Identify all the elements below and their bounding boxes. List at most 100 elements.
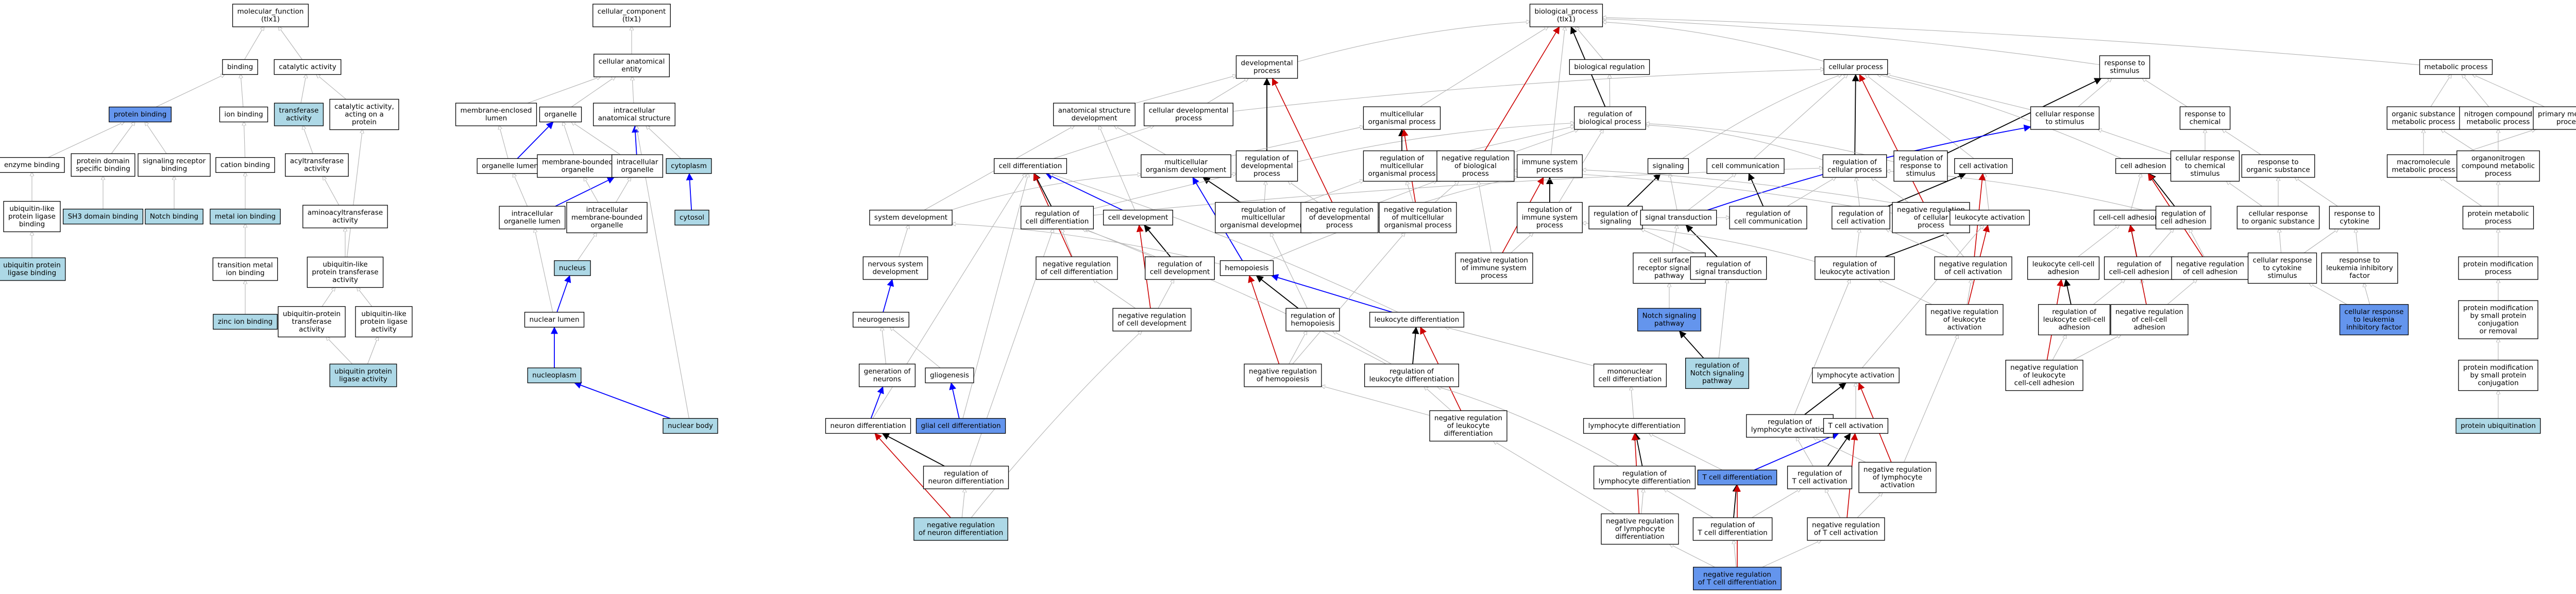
go-term-label-line: Notch signaling — [1642, 312, 1697, 320]
go-term-label-line: regulation of — [1245, 154, 1290, 162]
go-term-box — [923, 466, 1009, 489]
go-term-label-line: (tlx1) — [622, 15, 641, 24]
edge-is-a — [1671, 225, 1677, 253]
go-term-box — [1103, 209, 1173, 226]
go-term-label-line: of T cell differentiation — [1698, 579, 1777, 587]
go-term-label-line: generation of — [864, 368, 911, 376]
edge-is-a — [1856, 229, 1860, 257]
go-term-label-line: regulation of — [1833, 260, 1877, 269]
go-term-label-line: organic substance — [2392, 110, 2455, 119]
edge-is-a — [241, 75, 244, 107]
edge-is-a — [513, 174, 528, 207]
go-term-nucleus: nucleus — [554, 260, 591, 276]
go-term-label: catalytic activity — [279, 63, 336, 71]
edge-regulates — [1852, 74, 1859, 155]
go-term-cation-binding: cation binding — [215, 157, 275, 173]
go-term-box — [1145, 256, 1215, 280]
go-term-leukocyte-diff: leukocyte differentiation — [1369, 311, 1465, 328]
go-term-box — [1436, 150, 1515, 182]
go-term-label-line: T cell differentiation — [1697, 529, 1767, 537]
go-term-label-line: ubiquitin protein — [334, 368, 392, 376]
go-term-label-line: organonitrogen — [2471, 154, 2525, 162]
go-term-mf: molecular_function(tlx1) — [232, 4, 309, 27]
go-term-label-line: ubiquitin-like — [9, 205, 54, 213]
edge-is-a — [961, 489, 965, 518]
edge-regulates — [1033, 173, 1052, 207]
edge-is-a — [890, 327, 941, 368]
go-term-box — [1583, 418, 1686, 434]
go-term-box — [62, 208, 144, 225]
go-term-label-line: regulation of — [2052, 308, 2097, 316]
go-term-label-line: organism development — [1146, 166, 1226, 174]
go-term-box — [1950, 209, 2030, 226]
go-term-cell-diff: cell differentiation — [993, 158, 1067, 174]
go-term-label: protein binding — [114, 110, 167, 119]
edge-is-a — [2052, 335, 2066, 360]
go-term-label-line: process — [1326, 221, 1353, 229]
edge-is-a — [1664, 489, 1714, 518]
edge-is-a — [1753, 75, 1848, 159]
edge-regulates — [1732, 484, 1740, 518]
edge-is-a — [1062, 229, 1073, 257]
go-term-label-line: ligase activity — [339, 375, 387, 384]
go-term-leukocyte-activation: leukocyte activation — [1950, 209, 2030, 226]
go-term-label-line: response to — [1900, 162, 1941, 170]
go-term-box — [1954, 158, 2013, 174]
go-term-label-line: developmental — [1241, 59, 1293, 68]
go-term-label-line: cellular response — [2249, 210, 2308, 218]
go-term-label: leukocyte differentiation — [1375, 316, 1460, 324]
go-term-label-line: cell activation — [1959, 162, 2008, 170]
go-term-label-line: cellular developmental — [1149, 107, 1229, 115]
edge-is-a — [1877, 75, 2122, 159]
go-term-label: molecular_function(tlx1) — [238, 8, 304, 24]
go-term-label-line: negative regulation — [1118, 312, 1186, 320]
go-term-label-line: ubiquitin-like — [361, 310, 406, 318]
go-term-label-line: T cell differentiation — [1702, 473, 1772, 482]
go-term-label-line: cell development — [1150, 268, 1210, 276]
go-term-label-line: cell surface — [1649, 256, 1689, 265]
go-term-label: protein ubiquitination — [2461, 422, 2536, 430]
go-term-label-line: transferase — [292, 318, 332, 326]
go-term-label-line: of multicellular — [1392, 213, 1444, 222]
go-term-label-line: protein domain — [77, 157, 130, 166]
go-term-label: gliogenesis — [930, 371, 969, 380]
go-term-label-line: metabolic process — [2392, 118, 2455, 126]
go-term-label-line: regulation of — [1241, 206, 1286, 214]
go-term-box — [2329, 206, 2380, 229]
edge-is-a — [156, 75, 225, 107]
go-term-label-line: cell development — [1108, 213, 1168, 222]
go-term-label-line: membrane-enclosed — [461, 107, 532, 115]
edge-is-a — [323, 176, 340, 206]
go-term-cell-development: cell development — [1103, 209, 1173, 226]
edge-is-a — [1609, 75, 1610, 107]
edge-is-a — [1378, 180, 1437, 204]
